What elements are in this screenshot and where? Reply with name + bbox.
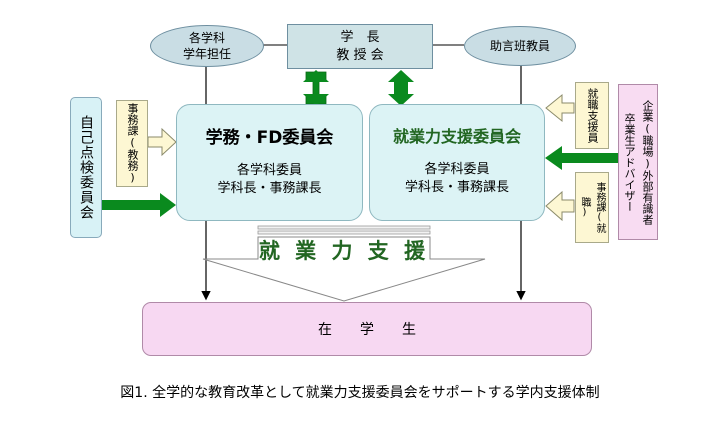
- dept-teachers-line2: 学年担任: [182, 47, 231, 61]
- advisors-ellipse: 助言班教員: [464, 26, 576, 66]
- students-label: 在 学 生: [318, 322, 416, 338]
- career-committee-title: 就業力支援委員会: [392, 127, 521, 146]
- president-label: 学 長: [340, 29, 380, 45]
- support-banner-label: 就 業 力 支 援: [258, 239, 430, 263]
- external-line2: 卒業生アドバイザー: [623, 112, 636, 212]
- admin-career-label: 事務課(就職): [579, 182, 605, 233]
- fd-committee-member-2: 学科長・事務課長: [217, 181, 322, 196]
- banner-stripe-2: [257, 230, 431, 235]
- green-double-arrow-left-tips: [303, 70, 329, 82]
- fd-committee-title: 学務・FD委員会: [205, 128, 334, 148]
- admin-academic-box: 事務課(教務): [116, 100, 148, 187]
- external-line1: 企業(職場)外部有識者: [641, 99, 654, 225]
- admin-academic-label: 事務課(教務): [126, 103, 139, 184]
- self-check-box: 自己点検委員会: [70, 97, 102, 238]
- self-check-label: 自己点検委員会: [78, 115, 94, 220]
- advisors-label: 助言班教員: [489, 39, 550, 53]
- figure-caption: 図1. 全学的な教育改革として就業力支援委員会をサポートする学内支援体制: [120, 385, 600, 401]
- hollow-arrow-career-staff: [545, 93, 575, 123]
- admin-career-box: 事務課(就職): [575, 172, 609, 243]
- dept-teachers-line1: 各学科: [188, 31, 225, 45]
- fd-committee-box: 学務・FD委員会 各学科委員 学科長・事務課長: [176, 104, 363, 221]
- career-committee-box: 就業力支援委員会 各学科委員 学科長・事務課長: [369, 104, 545, 221]
- career-committee-member-1: 各学科委員: [424, 162, 490, 177]
- hollow-arrow-admin-career: [545, 190, 575, 222]
- career-staff-box: 就職支援員: [575, 82, 609, 149]
- banner-stripe-1: [257, 225, 431, 230]
- green-double-arrow-right: [394, 80, 408, 96]
- hollow-arrow-admin-academic: [147, 127, 177, 157]
- dept-teachers-ellipse: 各学科 学年担任: [150, 25, 264, 67]
- president-box: 学 長 教 授 会: [287, 24, 433, 69]
- faculty-meeting-label: 教 授 会: [336, 47, 384, 63]
- career-staff-label: 就職支援員: [586, 88, 599, 143]
- green-arrow-external: [545, 146, 618, 170]
- external-box: 企業(職場)外部有識者 卒業生アドバイザー: [618, 84, 658, 240]
- green-arrow-selfcheck: [102, 193, 176, 217]
- students-box: 在 学 生: [142, 302, 592, 356]
- career-committee-member-2: 学科長・事務課長: [404, 180, 509, 195]
- support-down-arrow: [202, 236, 486, 302]
- fd-committee-member-1: 各学科委員: [236, 163, 302, 178]
